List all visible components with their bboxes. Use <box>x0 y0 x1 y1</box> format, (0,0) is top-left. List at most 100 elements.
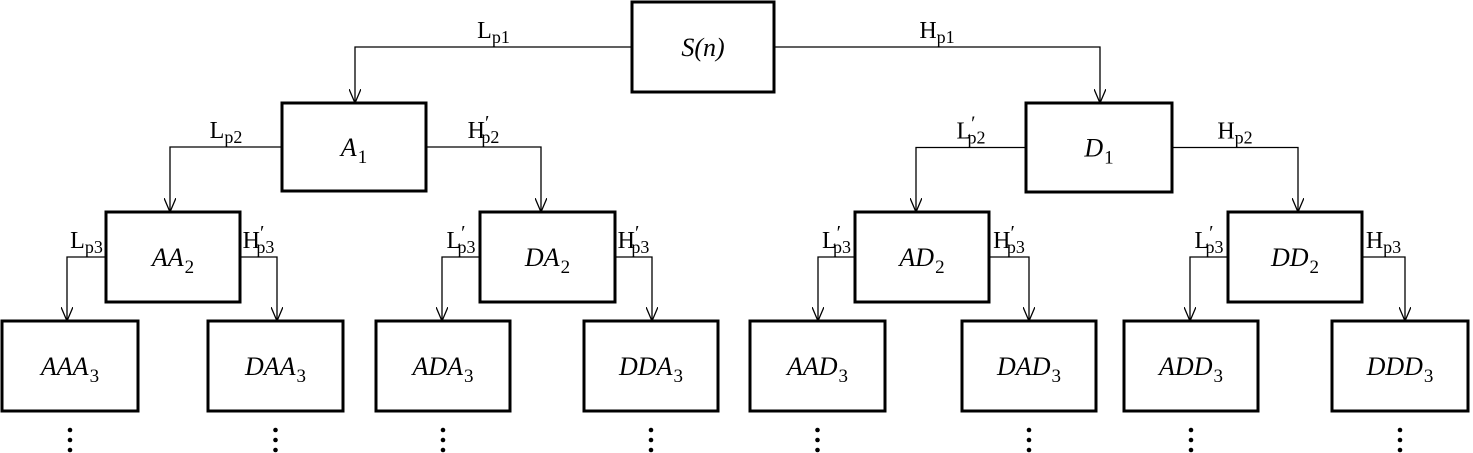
edge-n2-n5: L′p2 <box>916 113 1026 212</box>
node-box <box>630 0 776 94</box>
continuation-ellipsis: ⋮ <box>1397 427 1403 453</box>
continuation-ellipsis: ⋮ <box>1188 427 1194 453</box>
edge-filter-label: L′p3 <box>822 222 851 257</box>
node-box <box>853 210 991 304</box>
node-label-suffix: (n) <box>694 33 724 62</box>
edge-label-subscript: p2 <box>224 127 242 147</box>
ellipsis-dot <box>1397 437 1403 443</box>
node-label-subscript: 1 <box>358 147 368 168</box>
node-label: D1 <box>1083 134 1113 169</box>
edge-connector-arrow <box>355 46 632 103</box>
node-label-subscript: 3 <box>1424 366 1434 387</box>
node-a1: A1 <box>280 101 428 193</box>
edge-label-letter: L <box>477 18 492 44</box>
edge-label-prime: ′ <box>971 113 975 135</box>
edge-filter-label: L′p2 <box>956 113 985 148</box>
edge-label-letter: L <box>956 119 971 145</box>
node-label: AAD3 <box>785 352 848 387</box>
node-label-main: ADA <box>410 352 463 381</box>
edge-label-subscript: p3 <box>85 237 103 257</box>
ellipsis-dot <box>1188 447 1194 453</box>
edge-connector-arrow <box>240 256 277 321</box>
node-label-subscript: 2 <box>1310 257 1320 278</box>
node-box <box>206 319 345 413</box>
edge-connector-arrow <box>442 256 480 321</box>
edge-filter-label: Lp1 <box>477 18 510 47</box>
edge-label-letter: L <box>210 118 225 144</box>
node-label-subscript: 3 <box>673 366 683 387</box>
edge-n0-n1: Lp1 <box>355 18 632 103</box>
node-aa2: AA2 <box>104 210 242 304</box>
node-label: ADA3 <box>410 352 473 387</box>
edge-n1-n3: Lp2 <box>170 118 282 212</box>
node-label: AAA3 <box>39 352 99 387</box>
edge-connector-arrow <box>774 46 1100 103</box>
ellipsis-dot <box>815 447 820 453</box>
node-label-subscript: 2 <box>185 257 195 278</box>
node-box <box>280 101 428 193</box>
node-label: DAD3 <box>996 352 1061 387</box>
ellipsis-dot <box>1026 447 1032 453</box>
node-box <box>748 319 887 413</box>
edge-label-prime: ′ <box>1209 222 1213 244</box>
edge-label-subscript: p2 <box>968 128 986 148</box>
edge-label-letter: H <box>618 228 635 254</box>
node-label-subscript: 3 <box>1213 366 1223 387</box>
edge-label-letter: L <box>1194 228 1209 254</box>
node-label-main: DDD <box>1366 352 1424 381</box>
edge-label-letter: H <box>1217 119 1234 145</box>
ellipsis-dot <box>440 437 446 443</box>
ellipsis-dot <box>67 427 73 433</box>
edge-label-prime: ′ <box>260 222 264 244</box>
edge-n5-n11: L′p3 <box>818 222 855 321</box>
edge-filter-label: Hp2 <box>1217 119 1252 148</box>
continuation-ellipsis: ⋮ <box>273 427 278 453</box>
node-label-subscript: 3 <box>839 366 849 387</box>
node-label-subscript: 3 <box>464 366 474 387</box>
edge-label-subscript: p3 <box>256 237 274 257</box>
edge-label-subscript: p2 <box>1235 128 1253 148</box>
edge-connector-arrow <box>67 256 106 321</box>
ellipsis-dot <box>440 427 446 433</box>
edge-filter-label: H′p3 <box>993 222 1025 257</box>
edge-n6-n13: L′p3 <box>1190 222 1228 321</box>
ellipsis-dot <box>815 437 820 443</box>
node-box <box>960 319 1098 413</box>
node-label: ADD3 <box>1157 352 1223 387</box>
edge-n3-n8: H′p3 <box>240 222 277 321</box>
edge-filter-label: Hp3 <box>1366 228 1401 257</box>
continuation-ellipsis: ⋮ <box>648 427 654 453</box>
node-label-main: DAA <box>244 352 296 381</box>
node-label-main: S <box>681 33 694 62</box>
node-label-main: DAD <box>996 352 1051 381</box>
node-box <box>374 319 512 413</box>
node-aad3: AAD3 <box>748 319 887 413</box>
edge-connector-arrow <box>426 146 541 212</box>
edge-label-letter: L <box>70 228 85 254</box>
edge-label-letter: L <box>446 228 461 254</box>
edge-label-letter: H <box>993 228 1010 254</box>
node-label-subscript: 2 <box>561 257 571 278</box>
ellipsis-dot <box>1026 437 1032 443</box>
continuation-ellipsis: ⋮ <box>815 427 820 453</box>
edge-label-prime: ′ <box>485 112 489 134</box>
node-da2: DA2 <box>478 210 617 304</box>
ellipsis-dot <box>1397 427 1403 433</box>
ellipsis-dot <box>1397 447 1403 453</box>
edge-label-subscript: p3 <box>631 237 649 257</box>
node-label-main: AA <box>150 243 184 272</box>
edge-label-prime: ′ <box>461 222 465 244</box>
continuation-layer: ⋮⋮⋮⋮⋮⋮⋮⋮ <box>67 427 1403 453</box>
edge-label-letter: H <box>243 228 260 254</box>
ellipsis-dot <box>1188 427 1194 433</box>
edge-connector-arrow <box>170 146 282 212</box>
continuation-ellipsis: ⋮ <box>440 427 446 453</box>
edge-filter-label: Hp1 <box>919 18 954 47</box>
node-label-main: A <box>339 133 357 162</box>
node-label-subscript: 2 <box>935 257 945 278</box>
edge-label-subscript: p3 <box>833 237 851 257</box>
edge-filter-label: H′p3 <box>243 222 275 257</box>
